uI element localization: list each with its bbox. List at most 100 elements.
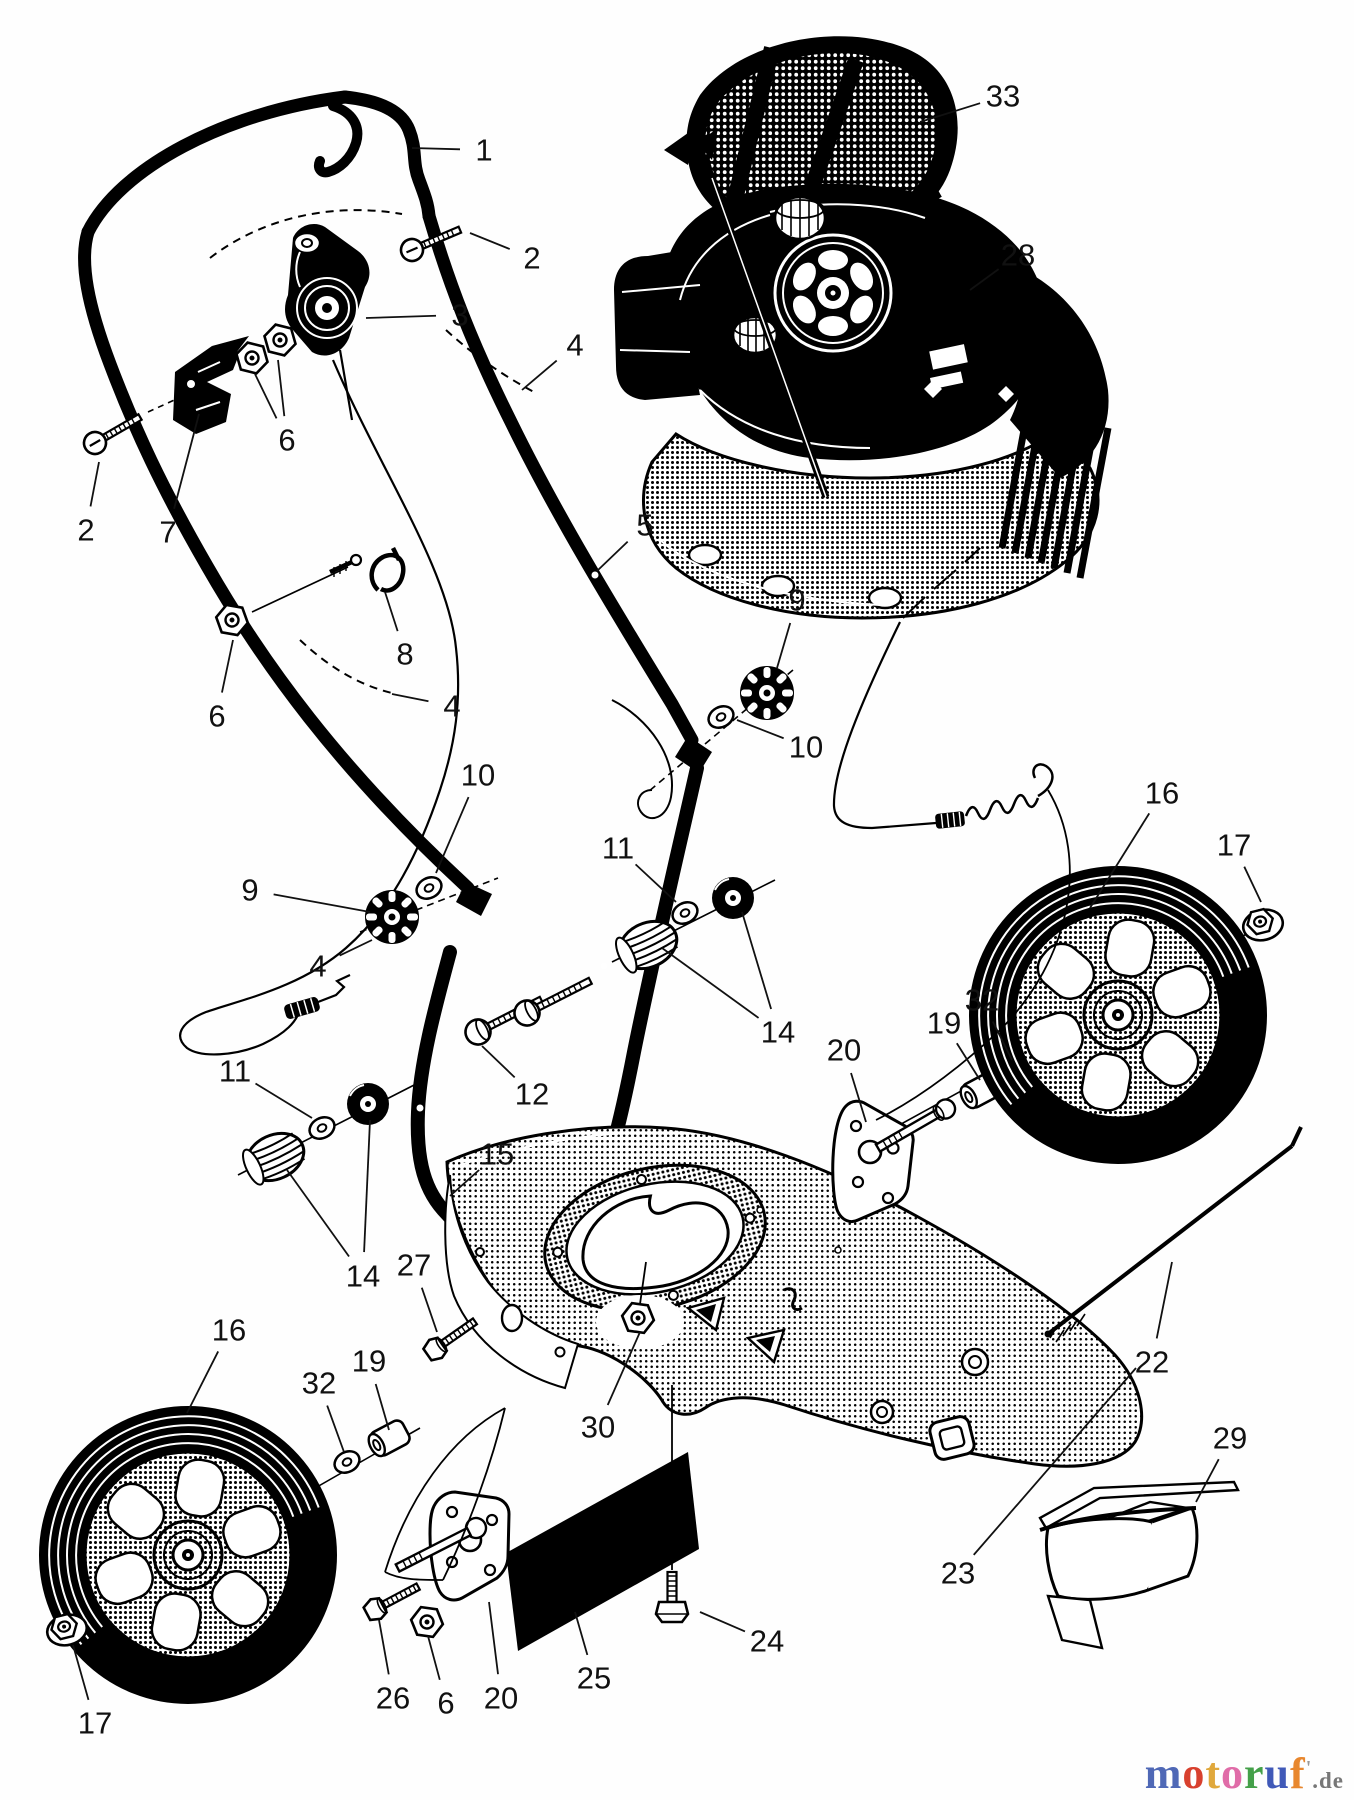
roller-wheel <box>346 1082 390 1126</box>
leader-line <box>1155 1261 1173 1339</box>
engine <box>614 36 1112 620</box>
callout-25: 25 <box>577 1661 611 1696</box>
leader-line <box>574 1611 589 1656</box>
callout-27: 27 <box>397 1248 431 1283</box>
hex-nut <box>407 1604 447 1640</box>
leader-line <box>72 1644 90 1701</box>
roller <box>609 910 686 980</box>
handle-knob <box>364 889 420 945</box>
leader-line <box>776 622 792 669</box>
logo-letter: o <box>1182 1749 1206 1798</box>
callout-33: 33 <box>986 79 1020 114</box>
logo-letter: u <box>1264 1749 1291 1798</box>
leader-line <box>420 1287 438 1333</box>
callout-6: 6 <box>278 423 295 458</box>
callout-17: 17 <box>1217 828 1251 863</box>
callout-3: 3 <box>451 298 468 333</box>
leader-line <box>469 232 511 250</box>
callout-1: 1 <box>475 133 492 168</box>
leader-line <box>449 1169 480 1197</box>
leader-line <box>391 693 429 703</box>
leader-line <box>699 1611 746 1633</box>
throttle-control <box>285 224 370 421</box>
callout-8: 8 <box>396 637 413 672</box>
callout-19: 19 <box>927 1006 961 1041</box>
carriage-bolt <box>508 968 598 1032</box>
callout-2: 2 <box>77 513 94 548</box>
leader-line <box>221 639 234 693</box>
washer <box>667 896 703 930</box>
callout-14: 14 <box>346 1259 380 1294</box>
roller-wheel <box>711 876 755 920</box>
control-cable <box>179 209 535 1056</box>
leader-line <box>427 1635 441 1681</box>
callout-11: 11 <box>219 1054 251 1089</box>
callout-9: 9 <box>788 583 805 618</box>
leader-line <box>411 147 461 151</box>
callout-11: 11 <box>602 831 634 866</box>
callout-17: 17 <box>78 1706 112 1741</box>
leader-line <box>661 947 760 1019</box>
leader-line <box>374 1383 390 1431</box>
wheel-nut <box>1238 904 1288 946</box>
callout-28: 28 <box>1001 238 1035 273</box>
roller <box>236 1122 313 1192</box>
logo-suffix: .de <box>1312 1768 1344 1793</box>
leader-line <box>365 314 437 319</box>
callout-7: 7 <box>159 515 176 550</box>
leader-line <box>956 1042 981 1081</box>
trim-shield <box>506 1452 699 1651</box>
callout-9: 9 <box>241 873 258 908</box>
callout-29: 29 <box>1213 1421 1247 1456</box>
handle-knob <box>739 665 795 721</box>
leader-line <box>991 1021 1013 1061</box>
safety-glasses <box>1038 1480 1240 1650</box>
leader-line <box>1195 1458 1220 1503</box>
leader-line <box>973 1367 1137 1556</box>
callout-30: 30 <box>581 1410 615 1445</box>
motoruf-logo: motoruf'.de <box>1145 1752 1344 1796</box>
callout-5: 5 <box>636 508 653 543</box>
callout-23: 23 <box>941 1556 975 1591</box>
leader-line <box>273 893 371 913</box>
callout-20: 20 <box>827 1033 861 1068</box>
leader-line <box>384 591 399 632</box>
deck-screw <box>654 1570 690 1624</box>
handle-hook-part-1 <box>314 101 363 178</box>
callout-12: 12 <box>515 1077 549 1112</box>
callout-19: 19 <box>352 1344 386 1379</box>
leader-line <box>254 373 278 419</box>
logo-letter: m <box>1144 1749 1183 1798</box>
leader-line <box>255 1082 313 1119</box>
leader-line <box>634 863 677 903</box>
callout-24: 24 <box>750 1624 784 1659</box>
leader-line <box>1089 812 1151 909</box>
leader-line <box>186 1351 219 1414</box>
washer <box>411 871 447 905</box>
logo-letter: o <box>1221 1749 1245 1798</box>
leader-line <box>741 911 772 1010</box>
callout-4: 4 <box>566 328 583 363</box>
leader-line <box>850 1072 867 1123</box>
callout-10: 10 <box>461 758 495 793</box>
callout-16: 16 <box>212 1313 246 1348</box>
cable-clamp <box>173 336 249 434</box>
leader-line <box>286 1169 350 1258</box>
rod <box>1044 1126 1303 1343</box>
washer <box>703 700 739 734</box>
wheel-spacer <box>363 1416 414 1461</box>
wheel-left <box>40 1407 336 1703</box>
callout-10: 10 <box>789 730 823 765</box>
callout-2: 2 <box>523 241 540 276</box>
mower-deck <box>444 1125 1144 1468</box>
leader-line <box>481 1045 516 1079</box>
leader-line <box>606 1331 641 1406</box>
leader-line <box>919 102 981 123</box>
callout-6: 6 <box>437 1686 454 1721</box>
callout-22: 22 <box>1135 1345 1169 1380</box>
leader-line <box>969 268 1000 291</box>
leader-line <box>378 1619 390 1675</box>
cable-hook-screw <box>329 546 406 593</box>
